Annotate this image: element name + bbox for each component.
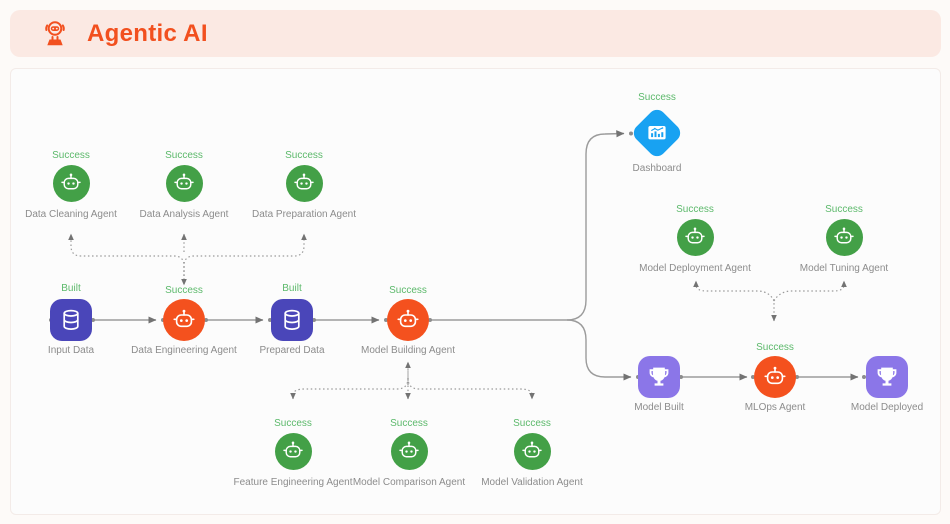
robot-icon xyxy=(282,440,304,462)
node-label: Dashboard xyxy=(632,163,682,174)
node-label: Data Cleaning Agent xyxy=(25,209,117,220)
model-deployed[interactable] xyxy=(866,356,908,398)
node-label: Model Deployed xyxy=(850,402,924,413)
status-badge: Success xyxy=(165,285,203,296)
robot-icon xyxy=(521,440,543,462)
node-label: Feature Engineering Agent xyxy=(233,477,353,488)
mlops-agent[interactable] xyxy=(754,356,796,398)
status-badge: Success xyxy=(676,204,714,215)
node-label: Model Deployment Agent xyxy=(639,263,751,274)
robot-icon xyxy=(398,440,420,462)
node-label: Input Data xyxy=(47,345,95,356)
robot-icon xyxy=(173,172,195,194)
app-header: Agentic AI xyxy=(10,10,941,57)
database-icon xyxy=(280,308,304,332)
robot-assistant-icon xyxy=(38,17,72,51)
input-data[interactable] xyxy=(50,299,92,341)
database-icon xyxy=(59,308,83,332)
bar-chart-icon xyxy=(645,121,669,145)
node-label: Data Preparation Agent xyxy=(252,209,356,220)
data-analysis-agent[interactable] xyxy=(165,164,203,202)
robot-icon xyxy=(684,226,706,248)
data-preparation-agent[interactable] xyxy=(285,164,323,202)
robot-icon xyxy=(833,226,855,248)
node-label: Data Analysis Agent xyxy=(139,209,229,220)
status-badge: Success xyxy=(638,92,676,103)
node-label: Prepared Data xyxy=(259,345,325,356)
trophy-icon xyxy=(875,365,899,389)
data-engineering-agent[interactable] xyxy=(163,299,205,341)
model-comparison-agent[interactable] xyxy=(390,432,428,470)
status-badge: Success xyxy=(389,285,427,296)
node-label: Model Tuning Agent xyxy=(799,263,889,274)
robot-icon xyxy=(60,172,82,194)
dashboard[interactable] xyxy=(630,106,684,160)
model-building-agent[interactable] xyxy=(387,299,429,341)
model-validation-agent[interactable] xyxy=(513,432,551,470)
status-badge: Success xyxy=(825,204,863,215)
node-label: Model Building Agent xyxy=(361,345,455,356)
status-badge: Built xyxy=(282,283,302,294)
feature-engineering-agent[interactable] xyxy=(274,432,312,470)
page-title: Agentic AI xyxy=(87,19,208,47)
node-label: MLOps Agent xyxy=(744,402,806,413)
model-tuning-agent[interactable] xyxy=(825,218,863,256)
status-badge: Built xyxy=(61,283,81,294)
node-label: Data Engineering Agent xyxy=(131,345,237,356)
status-badge: Success xyxy=(390,418,428,429)
status-badge: Success xyxy=(285,150,323,161)
status-badge: Success xyxy=(756,342,794,353)
data-cleaning-agent[interactable] xyxy=(52,164,90,202)
status-badge: Success xyxy=(52,150,90,161)
prepared-data[interactable] xyxy=(271,299,313,341)
trophy-icon xyxy=(647,365,671,389)
node-label: Model Built xyxy=(634,402,684,413)
robot-icon xyxy=(763,365,787,389)
status-badge: Success xyxy=(165,150,203,161)
robot-icon xyxy=(293,172,315,194)
robot-icon xyxy=(172,308,196,332)
status-badge: Success xyxy=(513,418,551,429)
model-built[interactable] xyxy=(638,356,680,398)
robot-icon xyxy=(396,308,420,332)
model-deployment-agent[interactable] xyxy=(676,218,714,256)
status-badge: Success xyxy=(274,418,312,429)
node-label: Model Comparison Agent xyxy=(352,477,466,488)
node-label: Model Validation Agent xyxy=(481,477,583,488)
